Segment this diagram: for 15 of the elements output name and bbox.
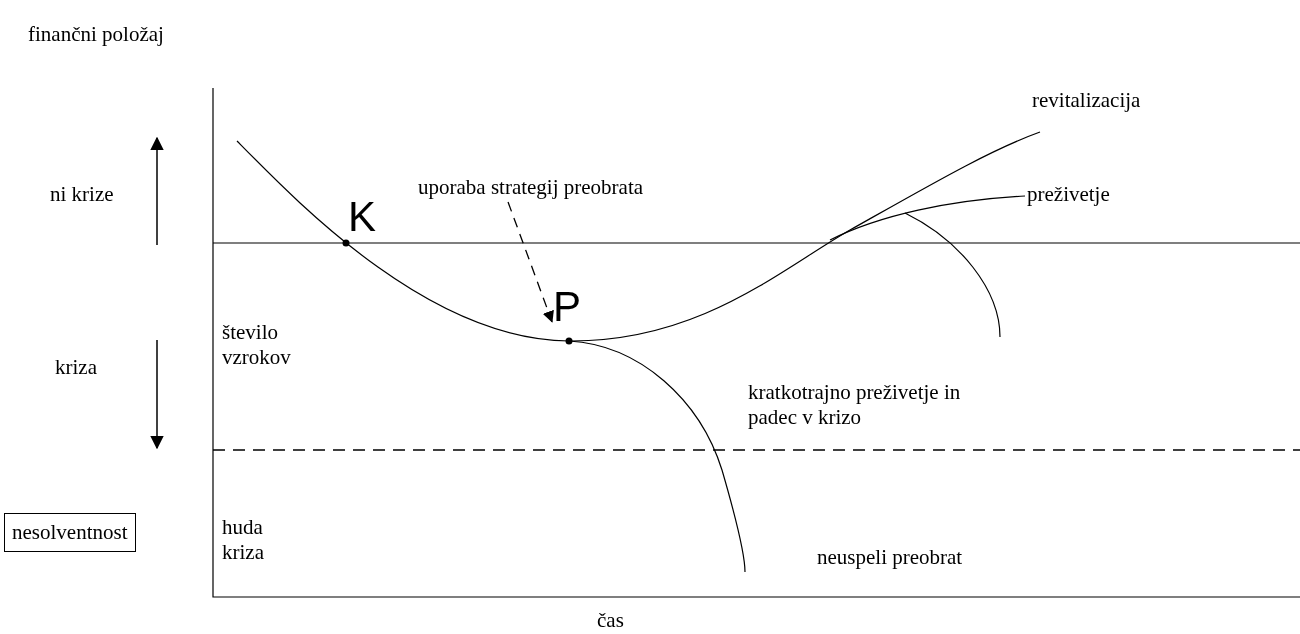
axis-title: čas	[597, 608, 624, 633]
zone-label: huda kriza	[222, 515, 265, 565]
zone-label: kriza	[55, 355, 97, 380]
point-label: P	[553, 286, 581, 328]
arrow	[507, 201, 554, 323]
curve-label: preživetje	[1027, 182, 1110, 207]
point-label: K	[348, 196, 376, 238]
zone-label: ni krize	[50, 182, 114, 207]
status-box: nesolventnost	[4, 513, 136, 552]
annotation-text: število vzrokov	[222, 320, 292, 370]
axis-title: finančni položaj	[28, 22, 164, 47]
curve-label: neuspeli preobrat	[817, 545, 963, 570]
annotation-text: uporaba strategij preobrata	[418, 175, 644, 200]
curve-label: revitalizacija	[1032, 88, 1141, 113]
curve-label: kratkotrajno preživetje in padec v krizo	[748, 380, 962, 430]
